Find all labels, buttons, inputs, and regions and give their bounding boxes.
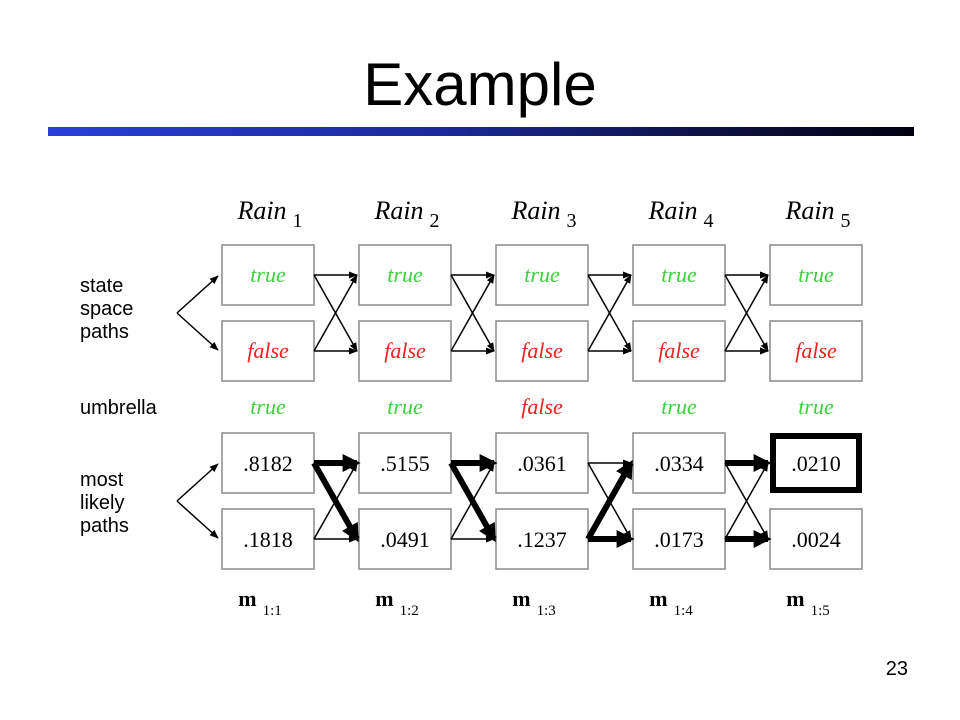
likely-value-bottom-1: .1818 — [243, 527, 293, 552]
likely-value-bottom-2: .0491 — [380, 527, 430, 552]
likely-arrow-2-bottom-to-top — [450, 462, 495, 540]
init-arrow-state-bottom — [176, 312, 219, 351]
likely-box-top-1 — [221, 432, 315, 494]
state-value-false-1: false — [247, 338, 289, 363]
state-arrow-1-bottom-to-top — [313, 274, 358, 352]
row-label-likely-1: most — [80, 469, 124, 491]
state-value-true-1: true — [250, 262, 286, 287]
state-value-false-5: false — [795, 338, 837, 363]
state-value-true-5: true — [798, 262, 834, 287]
likely-box-bottom-2 — [358, 508, 452, 570]
state-box-true-5 — [769, 244, 863, 306]
state-value-true-3: true — [524, 262, 560, 287]
state-arrow-3-bottom-to-top — [587, 274, 632, 352]
title-rule — [48, 127, 914, 136]
likely-arrow-3-bottom-to-top-bold — [585, 459, 634, 541]
likely-arrow-4-bottom-to-top — [724, 462, 769, 540]
state-box-true-2 — [358, 244, 452, 306]
state-box-true-1 — [221, 244, 315, 306]
likely-value-top-4: .0334 — [654, 451, 704, 476]
likely-value-bottom-3: .1237 — [517, 527, 567, 552]
row-label-state-1: state — [80, 275, 123, 297]
row-label-state-2: space — [80, 298, 133, 320]
state-arrow-2-bottom-to-top — [450, 274, 495, 352]
init-arrow-likely-bottom — [176, 500, 219, 539]
state-value-false-4: false — [658, 338, 700, 363]
row-label-state-3: paths — [80, 321, 129, 343]
init-arrow-state-top — [176, 275, 219, 314]
state-box-true-3 — [495, 244, 589, 306]
state-box-true-4 — [632, 244, 726, 306]
umbrella-value-3: false — [521, 394, 563, 419]
slide-number: 23 — [885, 658, 908, 680]
umbrella-value-4: true — [661, 394, 697, 419]
likely-box-top-2 — [358, 432, 452, 494]
state-value-true-4: true — [661, 262, 697, 287]
likely-box-bottom-1 — [221, 508, 315, 570]
likely-value-top-3: .0361 — [517, 451, 567, 476]
init-arrow-likely-top — [176, 463, 219, 502]
likely-box-bottom-4 — [632, 508, 726, 570]
umbrella-value-1: true — [250, 394, 286, 419]
row-label-likely-3: paths — [80, 515, 129, 537]
likely-box-bottom-3 — [495, 508, 589, 570]
state-arrow-4-bottom-to-top — [724, 274, 769, 352]
slide-title: Example — [363, 51, 597, 118]
state-value-true-2: true — [387, 262, 423, 287]
likely-arrow-1-bottom-to-top — [313, 462, 358, 540]
umbrella-value-2: true — [387, 394, 423, 419]
likely-value-bottom-5: .0024 — [791, 527, 841, 552]
state-value-false-2: false — [384, 338, 426, 363]
likely-box-top-3 — [495, 432, 589, 494]
likely-box-top-5 — [770, 433, 862, 493]
likely-value-top-5: .0210 — [791, 451, 841, 476]
state-box-false-2 — [358, 320, 452, 382]
likely-value-top-1: .8182 — [243, 451, 293, 476]
row-label-likely-2: likely — [80, 492, 124, 514]
state-value-false-3: false — [521, 338, 563, 363]
likely-box-top-4 — [632, 432, 726, 494]
state-box-false-5 — [769, 320, 863, 382]
umbrella-value-5: true — [798, 394, 834, 419]
row-label-umbrella: umbrella — [80, 397, 158, 419]
likely-value-top-2: .5155 — [380, 451, 430, 476]
likely-value-bottom-4: .0173 — [654, 527, 704, 552]
